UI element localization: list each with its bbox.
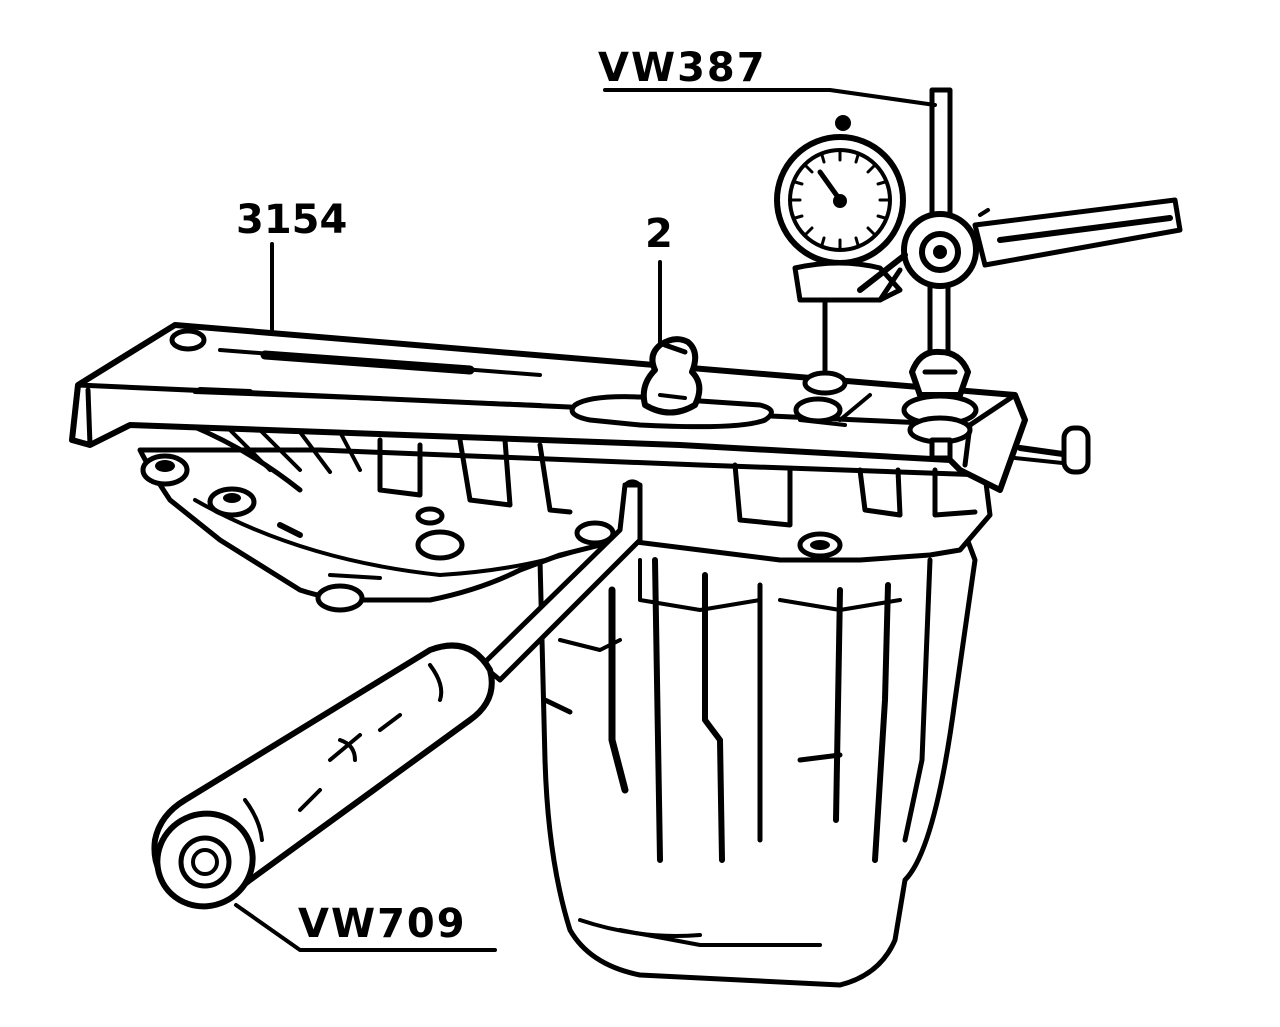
leader-lines — [234, 88, 937, 952]
knob-2 — [640, 336, 703, 416]
housing-flange — [137, 422, 993, 613]
gauge-holder-vw387 — [901, 87, 1183, 461]
label-3154: 3154 — [236, 197, 348, 243]
label-2: 2 — [645, 211, 673, 257]
label-vw387: VW387 — [598, 45, 767, 91]
measuring-bar-3154 — [69, 322, 1091, 493]
screwdriver-vw709 — [151, 479, 643, 910]
label-vw709: VW709 — [298, 901, 467, 947]
gear-housing — [537, 517, 978, 988]
dial-gauge — [774, 115, 908, 427]
